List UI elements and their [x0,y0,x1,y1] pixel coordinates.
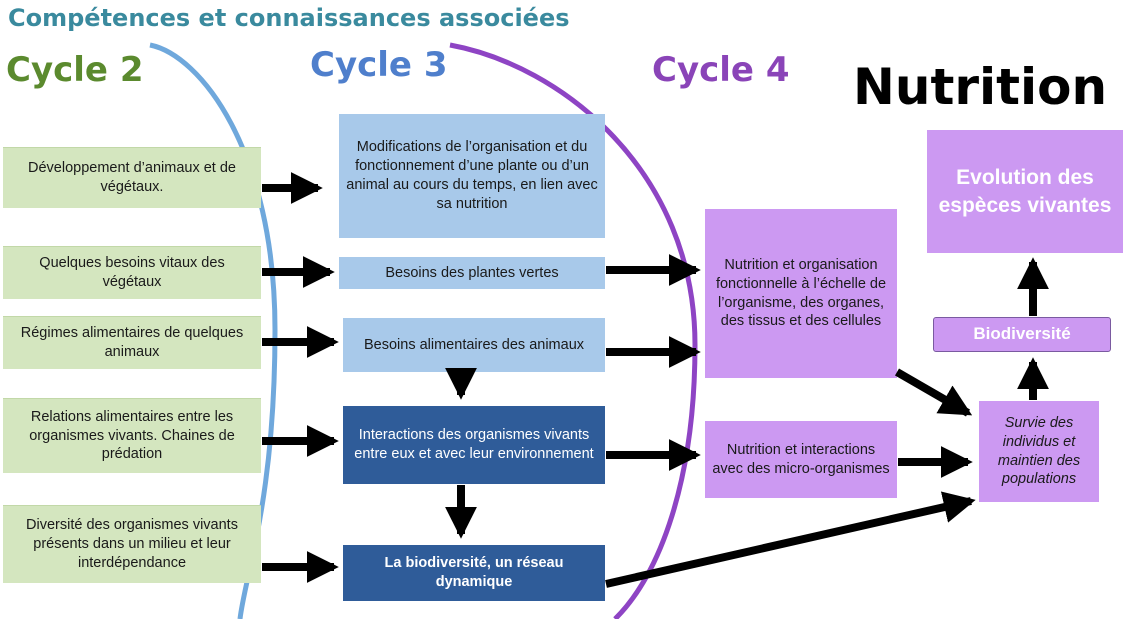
cycle2-box-diversity: Diversité des organismes vivants présent… [3,505,261,583]
cycle2-box-diets: Régimes alimentaires de quelques animaux [3,316,261,369]
theme-title: Nutrition [853,58,1108,116]
cycle2-label: Cycle 2 [6,50,144,90]
cycle3-cycle4-arc [449,42,698,619]
arrow-biodiversity-network-to-survival [605,491,976,588]
cycle2-box-plant-needs: Quelques besoins vitaux des végétaux [3,246,261,299]
cycle3-label: Cycle 3 [310,45,448,85]
cycle3-box-plant-needs: Besoins des plantes vertes [339,257,605,289]
survival-box: Survie des individus et maintien des pop… [979,401,1099,502]
evolution-box: Evolution des espèces vivantes [927,130,1123,253]
cycle4-box-micro-organisms: Nutrition et interactions avec des micro… [705,421,897,498]
cycle3-box-animal-needs: Besoins alimentaires des animaux [343,318,605,372]
arrow-c4-organisation-to-survival [894,368,973,417]
header-title: Compétences et connaissances associées [8,4,570,32]
cycle4-box-nutrition-organisation: Nutrition et organisation fonctionnelle … [705,209,897,378]
cycle3-box-biodiversity-network: La biodiversité, un réseau dynamique [343,545,605,601]
cycle3-box-modifications: Modifications de l’organisation et du fo… [339,114,605,238]
cycle2-box-food-relations: Relations alimentaires entre les organis… [3,398,261,473]
cycle2-box-development: Développement d’animaux et de végétaux. [3,147,261,208]
biodiversity-box: Biodiversité [933,317,1111,352]
cycle4-label: Cycle 4 [652,50,790,90]
cycle3-box-interactions: Interactions des organismes vivants entr… [343,406,605,484]
